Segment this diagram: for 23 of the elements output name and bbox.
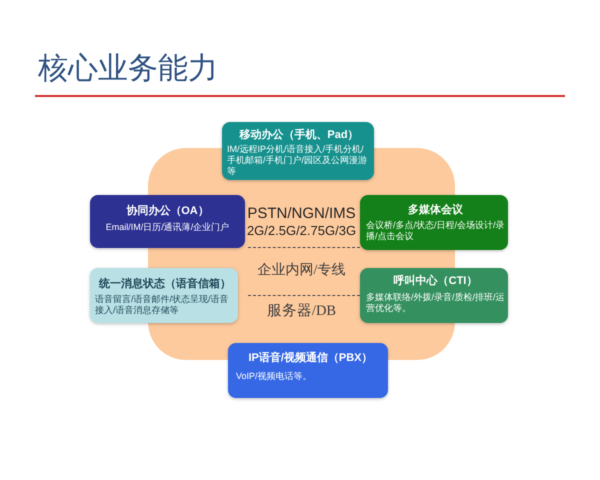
box-heading: 呼叫中心（CTI） — [394, 275, 478, 287]
page-title: 核心业务能力 — [38, 52, 218, 86]
box-text: VoIP/视频电话等。 — [236, 371, 312, 381]
box-heading: 移动办公（手机、Pad） — [239, 129, 359, 141]
capability-box — [90, 195, 245, 248]
box-text: IM/远程IP分机/语音接入/手机分机/手机邮箱/手机门户/园区及公网漫游等 — [227, 144, 368, 176]
capability-box — [360, 268, 508, 323]
panel-text: 服务器/DB — [266, 303, 336, 320]
capability-box — [90, 268, 238, 323]
box-heading: 统一消息状态（语音信箱） — [99, 278, 231, 290]
capability-box — [360, 195, 508, 250]
box-text: 多媒体联络/外拨/录音/质检/排班/运营优化等。 — [366, 292, 505, 313]
panel-text: PSTN/NGN/IMS — [247, 205, 356, 222]
panel-text: 2G/2.5G/2.75G/3G — [246, 224, 356, 239]
box-heading: 多媒体会议 — [408, 204, 463, 216]
panel-text: 企业内网/专线 — [258, 263, 346, 280]
box-text: 语音留言/语音邮件/状态呈现/语音接入/语音消息存储等 — [95, 294, 229, 315]
capability-box — [228, 343, 388, 398]
capability-box — [222, 122, 374, 180]
box-heading: IP语音/视频通信（PBX） — [248, 352, 373, 364]
box-text: 会议桥/多点/状态/日程/会场设计/录播/点击会议 — [366, 220, 505, 241]
box-text: Email/IM/日历/通讯薄/企业门户 — [106, 222, 230, 232]
box-heading: 协同办公（OA） — [126, 205, 209, 217]
